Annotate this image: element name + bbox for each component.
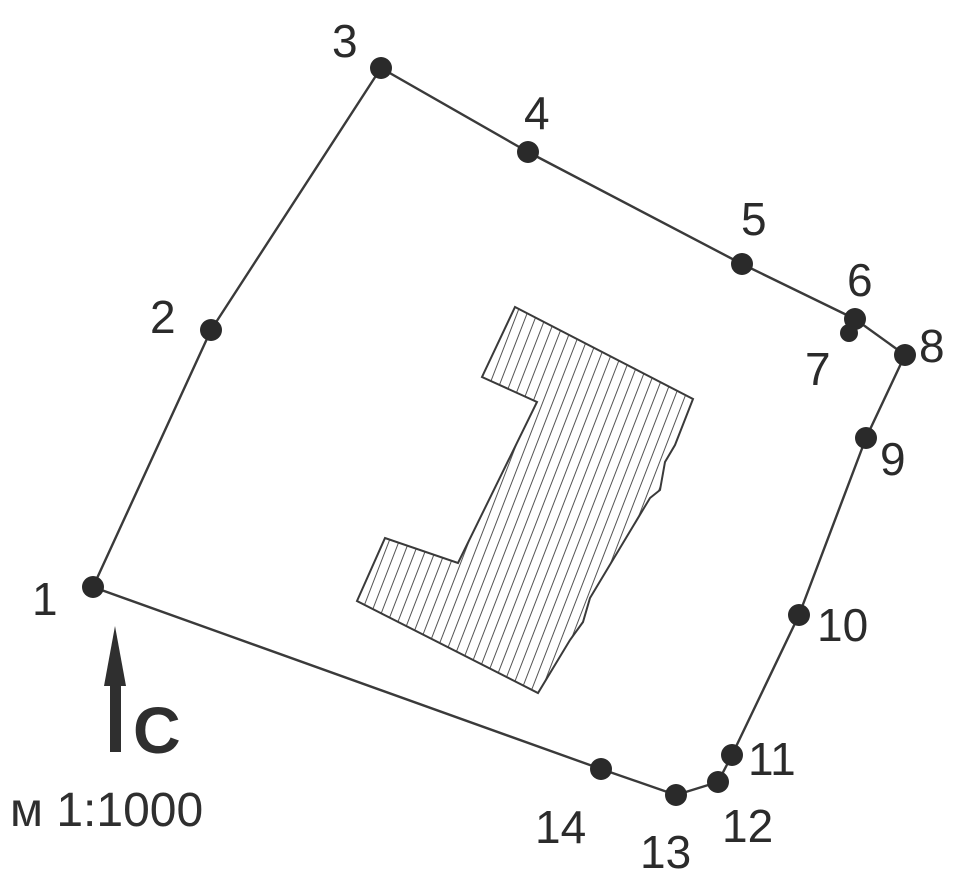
hatch-line [100,280,270,720]
vertex-point-2 [200,319,222,341]
hatch-line [0,280,10,720]
vertex-point-5 [731,253,753,275]
vertex-label-10: 10 [817,599,868,651]
hatch-line [449,307,621,693]
hatch-line [0,280,20,720]
hatch-line [459,307,631,693]
vertex-label-7: 7 [805,343,831,395]
hatch-line [357,307,431,693]
hatch-line [40,280,210,720]
hatch-line [357,307,471,693]
vertex-point-14 [590,758,612,780]
plot-boundary [91,66,907,797]
hatch-line [357,307,381,693]
hatch-line [0,280,110,720]
hatch-line [357,307,451,693]
north-arrow-head [104,626,126,686]
hatch-line [0,280,170,720]
hatch-line [357,307,401,693]
vertex-label-4: 4 [524,87,550,139]
vertex-point-7 [840,324,858,342]
hatch-line [50,280,220,720]
vertex-label-8: 8 [919,320,945,372]
hatch-line [140,280,310,720]
hatch-line [0,280,100,720]
hatch-line [10,280,180,720]
hatch-line [70,280,240,720]
hatch-line [357,307,391,693]
hatch-line [357,307,461,693]
hatch-line [0,280,30,720]
hatch-line [150,280,320,720]
vertex-point-8 [894,344,916,366]
hatch-line [0,280,90,720]
hatch-line [357,307,441,693]
vertex-point-12 [707,771,729,793]
vertex-label-9: 9 [880,433,906,485]
vertex-point-10 [788,604,810,626]
hatch-line [0,280,150,720]
vertex-point-3 [370,57,392,79]
vertex-label-3: 3 [332,15,358,67]
hatch-line [160,280,330,720]
hatch-line [0,280,50,720]
hatch-line [357,307,501,693]
hatch-line [180,280,350,720]
vertex-label-13: 13 [640,826,691,873]
vertex-label-14: 14 [535,801,586,853]
hatch-line [357,307,481,693]
vertex-label-1: 1 [32,573,58,625]
hatch-line [357,307,361,693]
hatch-line [80,280,250,720]
vertex-label-6: 6 [847,254,873,306]
hatch-line [0,280,40,720]
vertex-point-11 [721,744,743,766]
hatch-line [0,280,120,720]
hatch-line [700,280,870,720]
building [0,280,880,720]
vertex-point-9 [855,427,877,449]
hatch-line [110,280,280,720]
hatch-line [357,307,421,693]
hatch-line [0,280,160,720]
north-arrow: С [104,626,181,767]
north-arrow-shaft [110,680,121,752]
hatch-line [0,280,70,720]
building-outline [355,305,695,695]
north-letter: С [133,693,181,767]
hatch-line [357,307,371,693]
hatch-line [120,280,290,720]
hatch-line [20,280,190,720]
hatch-line [649,307,693,693]
hatch-line [170,280,340,720]
hatch-line [689,307,693,693]
hatch-line [629,307,693,693]
vertex-point-13 [665,784,687,806]
hatch-line [439,307,611,693]
hatch-line [357,307,411,693]
hatch-line [0,280,60,720]
hatch-line [357,307,491,693]
vertex-point-1 [82,576,104,598]
vertex-label-2: 2 [150,291,176,343]
hatch-line [130,280,300,720]
vertex-label-12: 12 [722,800,773,852]
hatch-line [429,307,601,693]
vertex-label-11: 11 [748,733,796,785]
vertex-point-4 [517,141,539,163]
hatch-line [710,280,880,720]
vertex-label-5: 5 [741,193,767,245]
building-hatching [0,280,880,720]
hatch-line [639,307,693,693]
hatch-line [0,280,80,720]
scale-label: м 1:1000 [10,784,203,837]
hatch-line [357,307,511,693]
